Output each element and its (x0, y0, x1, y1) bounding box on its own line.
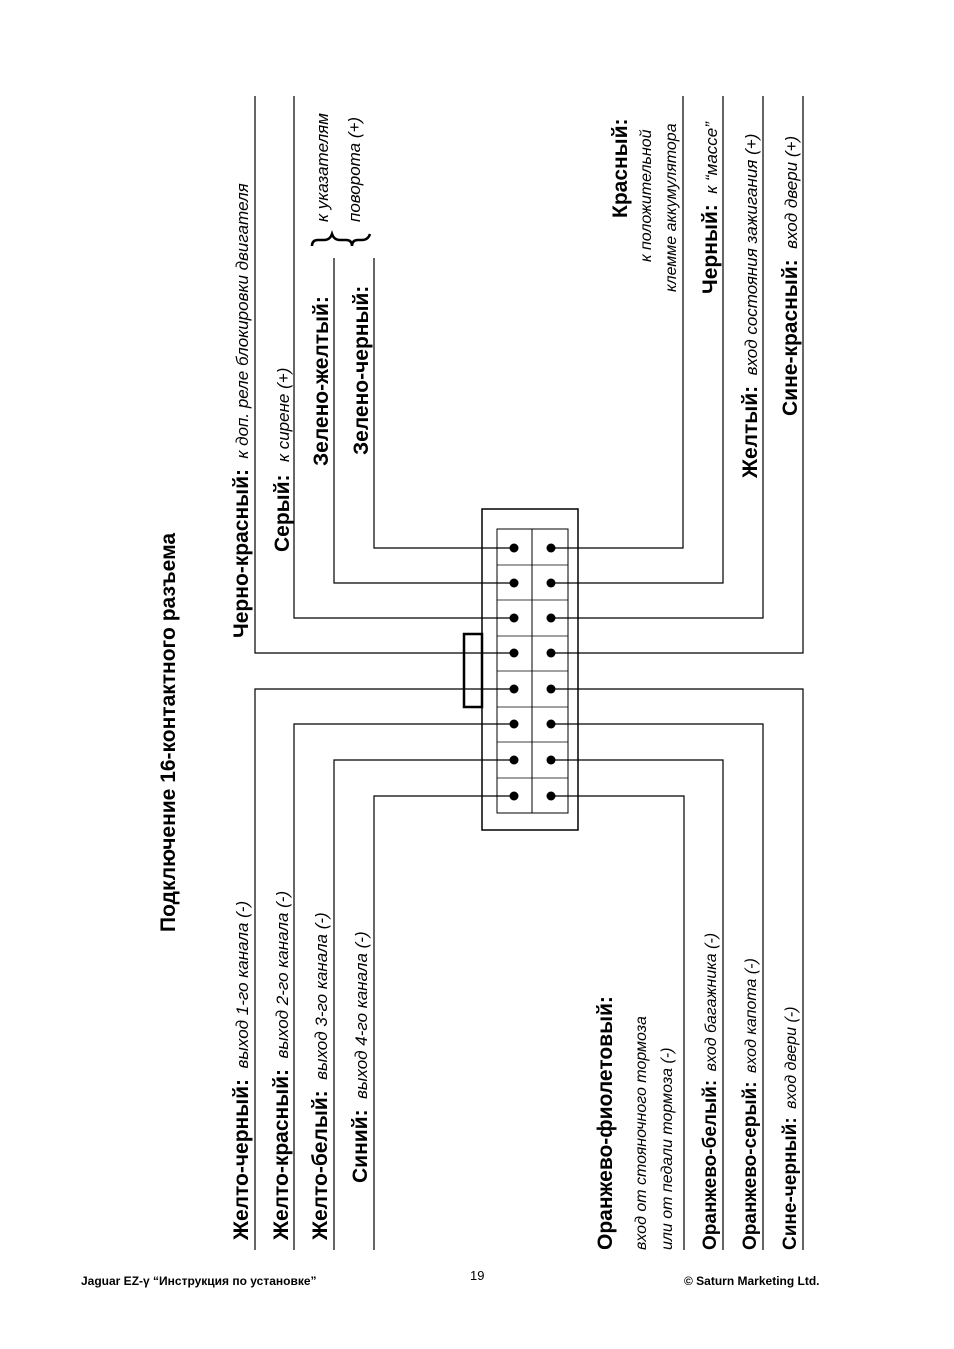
label-oranzhevo-bely: Оранжево-белый: вход багажника (-) (700, 933, 721, 1250)
label-zhelty: Желтый: вход состояния зажигания (+) (739, 134, 762, 479)
label-turn-signal-desc1: к указателям (313, 113, 332, 222)
page-title: Подключение 16-контактного разъема (157, 533, 180, 932)
label-oranzhevo-fioletovy: Оранжево-фиолетовый: (594, 996, 617, 1250)
label-krasny: Красный: (609, 118, 632, 218)
wires (254, 96, 804, 1250)
label-oranzhevo-sery: Оранжево-серый: вход капота (-) (740, 958, 761, 1250)
label-zeleno-zhelty: Зелено-желтый: (310, 296, 333, 466)
label-krasny-desc1: к положительной (638, 129, 655, 262)
turn-signal-brace (310, 230, 372, 247)
label-sine-cherny: Сине-черный: вход двери (-) (780, 1007, 801, 1250)
label-zhelto-cherny: Желто-черный: выход 1-го канала (-) (230, 901, 253, 1241)
label-cherny: Черный: к “массе” (699, 121, 722, 294)
label-oranzhevo-fioletovy-desc1: вход от стояночного тормоза (633, 1016, 650, 1250)
label-turn-signal-desc2: поворота (+) (345, 117, 364, 222)
footer-copyright: © Saturn Marketing Ltd. (684, 1274, 820, 1288)
label-sine-krasny: Сине-красный: вход двери (+) (779, 136, 802, 416)
footer-document-title: Jaguar EZ-γ “Инструкция по установке” (81, 1274, 317, 1288)
label-zeleno-cherny: Зелено-черный: (350, 286, 373, 455)
connector-16-pin (462, 508, 579, 831)
label-siny: Синий: выход 4-го канала (-) (349, 931, 372, 1183)
label-zhelto-bely: Желто-белый: выход 3-го канала (-) (309, 912, 332, 1241)
label-oranzhevo-fioletovy-desc2: или от педали тормоза (-) (659, 1048, 676, 1250)
label-cherno-krasny: Черно-красный: к доп. реле блокировки дв… (230, 183, 253, 638)
label-krasny-desc2: клемме аккумулятора (663, 123, 680, 292)
label-zhelto-krasny: Желто-красный: выход 2-го канала (-) (270, 891, 293, 1241)
label-sery: Серый: к сирене (+) (271, 368, 294, 552)
footer-page-number: 19 (470, 1268, 485, 1283)
